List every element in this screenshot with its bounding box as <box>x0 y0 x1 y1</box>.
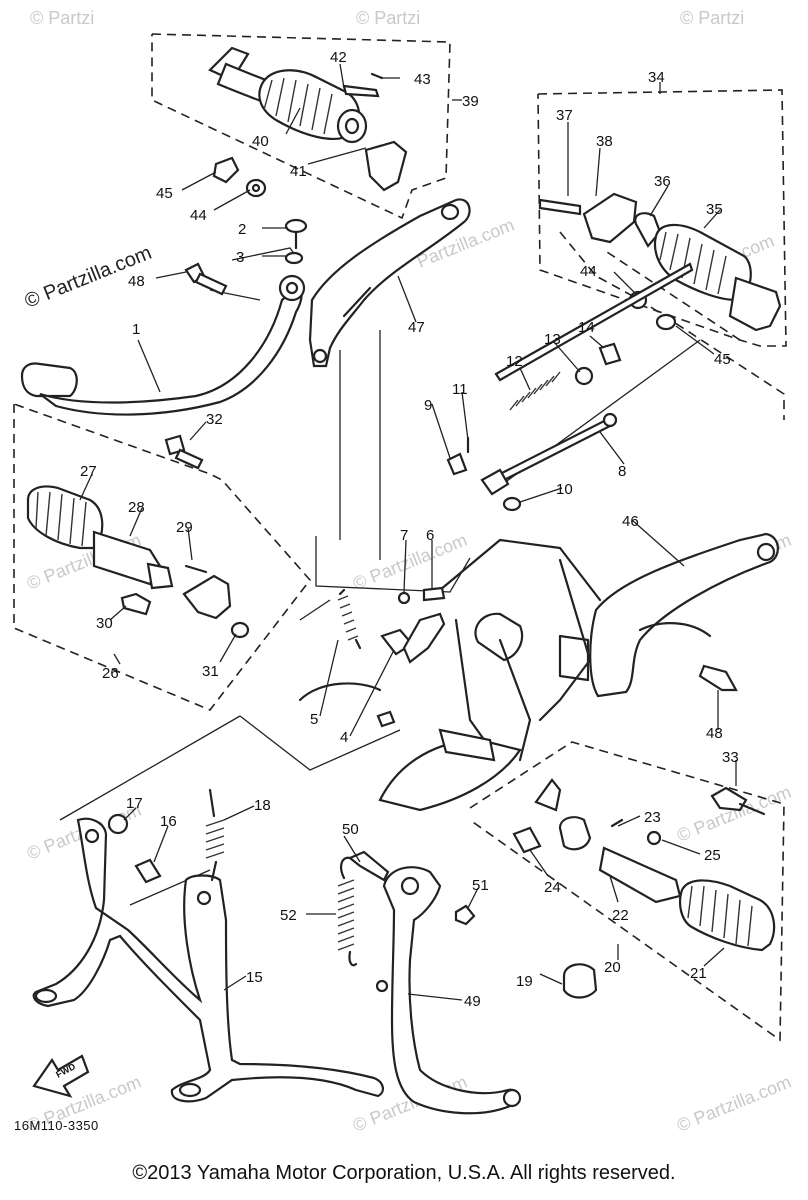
callout-33: 33 <box>722 749 739 766</box>
callout-16: 16 <box>160 813 177 830</box>
bracket-46 <box>589 532 779 698</box>
part-callouts: 42 43 39 40 41 45 44 2 3 48 1 47 37 38 3… <box>80 49 739 1010</box>
callout-23: 23 <box>644 809 661 826</box>
callout-44-right: 44 <box>580 263 597 280</box>
callout-15: 15 <box>246 969 263 986</box>
callout-41: 41 <box>290 163 307 180</box>
watermark: © Partzi <box>356 8 420 28</box>
callout-49: 49 <box>464 993 481 1010</box>
callout-30: 30 <box>96 615 113 632</box>
callout-5: 5 <box>310 711 318 728</box>
callout-3: 3 <box>236 249 244 266</box>
callout-34: 34 <box>648 69 665 86</box>
callout-10: 10 <box>556 481 573 498</box>
side-stand-49 <box>337 850 522 1115</box>
watermark: © Partzilla.com <box>674 1072 794 1136</box>
callout-47: 47 <box>408 319 425 336</box>
brake-pedal-1 <box>20 274 306 416</box>
watermark: © Partzilla.com <box>350 530 470 594</box>
callout-28: 28 <box>128 499 145 516</box>
callout-43: 43 <box>414 71 431 88</box>
callout-51: 51 <box>472 877 489 894</box>
callout-37: 37 <box>556 107 573 124</box>
callout-42: 42 <box>330 49 347 66</box>
footrest-assembly-26 <box>26 434 250 639</box>
callout-46: 46 <box>622 513 639 530</box>
callout-14: 14 <box>578 319 595 336</box>
callout-11: 11 <box>452 381 468 398</box>
callout-6: 6 <box>426 527 434 544</box>
callout-2: 2 <box>238 221 246 238</box>
callout-8: 8 <box>618 463 626 480</box>
callout-21: 21 <box>690 965 707 982</box>
callout-38: 38 <box>596 133 613 150</box>
callout-44: 44 <box>190 207 207 224</box>
callout-4: 4 <box>340 729 348 746</box>
callout-7: 7 <box>400 527 408 544</box>
bolt-48-bolt-2-washer-3 <box>184 218 308 296</box>
footrest-assembly-34 <box>538 192 782 332</box>
brake-switch-4-spring-5 <box>298 586 446 728</box>
callout-40: 40 <box>252 133 269 150</box>
watermark: © Partzi <box>30 8 94 28</box>
callout-9: 9 <box>424 397 432 414</box>
callout-52: 52 <box>280 907 297 924</box>
callout-leaders <box>79 63 737 1001</box>
watermark: © Partzilla.com <box>674 782 794 846</box>
callout-12: 12 <box>506 353 523 370</box>
callout-19: 19 <box>516 973 533 990</box>
callout-36: 36 <box>654 173 671 190</box>
brake-rod-8-spring-12 <box>446 262 694 512</box>
callout-22: 22 <box>612 907 629 924</box>
callout-31: 31 <box>202 663 219 680</box>
frame-center <box>378 538 602 812</box>
footrest-assembly-20 <box>512 778 776 999</box>
center-stand-15 <box>32 788 384 1103</box>
fwd-arrow-icon: FWD <box>32 1054 90 1098</box>
callout-39: 39 <box>462 93 479 110</box>
callout-45: 45 <box>156 185 173 202</box>
collar-45-washer-44 <box>212 156 267 198</box>
callout-17: 17 <box>126 795 143 812</box>
bracket-47 <box>308 198 471 368</box>
callout-32: 32 <box>206 411 223 428</box>
callout-48: 48 <box>128 273 145 290</box>
callout-27: 27 <box>80 463 97 480</box>
callout-13: 13 <box>544 331 561 348</box>
callout-20: 20 <box>604 959 621 976</box>
callout-50: 50 <box>342 821 359 838</box>
copyright-notice: ©2013 Yamaha Motor Corporation, U.S.A. A… <box>132 1162 676 1184</box>
callout-25: 25 <box>704 847 721 864</box>
callout-29: 29 <box>176 519 193 536</box>
callout-35: 35 <box>706 201 723 218</box>
callout-18: 18 <box>254 797 271 814</box>
watermark: © Partzi <box>680 8 744 28</box>
callout-1: 1 <box>132 321 140 338</box>
callout-45-right: 45 <box>714 351 731 368</box>
callout-24: 24 <box>544 879 561 896</box>
drawing-code: 16M110-3350 <box>14 1118 99 1133</box>
footrest-assembly-39 <box>208 46 408 192</box>
callout-26: 26 <box>102 665 119 682</box>
callout-48-right: 48 <box>706 725 723 742</box>
